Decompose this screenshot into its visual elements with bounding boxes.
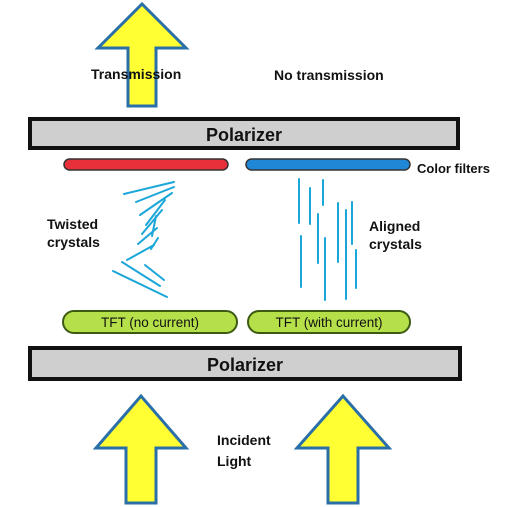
tft-with-current-label: TFT (with current) bbox=[275, 315, 382, 330]
blue-color-filter bbox=[245, 158, 411, 171]
polarizer-top-label: Polarizer bbox=[206, 125, 282, 145]
twisted-crystals-label-line2: crystals bbox=[47, 234, 100, 250]
incident-light-label-line1: Incident bbox=[217, 432, 271, 448]
twisted-crystals-label-line1: Twisted bbox=[47, 216, 98, 232]
no-transmission-label: No transmission bbox=[274, 67, 384, 83]
tft-no-current-box bbox=[62, 310, 238, 334]
transmission-label: Transmission bbox=[91, 66, 181, 82]
incident-arrow-left-icon bbox=[92, 393, 190, 505]
polarizer-bottom-label: Polarizer bbox=[207, 355, 283, 375]
tft-with-current-box bbox=[247, 310, 411, 334]
color-filters-label: Color filters bbox=[417, 161, 490, 176]
polarizer-bottom bbox=[28, 346, 462, 381]
aligned-crystals-label-line1: Aligned bbox=[369, 218, 420, 234]
red-color-filter bbox=[63, 158, 229, 171]
aligned-crystals bbox=[298, 178, 357, 301]
transmission-arrow-icon bbox=[94, 1, 190, 108]
polarizer-top bbox=[28, 117, 460, 150]
incident-arrow-right-icon bbox=[293, 393, 393, 505]
tft-no-current-label: TFT (no current) bbox=[101, 315, 199, 330]
incident-light-label-line2: Light bbox=[217, 453, 252, 469]
aligned-crystals-label-line2: crystals bbox=[369, 236, 422, 252]
twisted-crystals bbox=[112, 181, 175, 298]
